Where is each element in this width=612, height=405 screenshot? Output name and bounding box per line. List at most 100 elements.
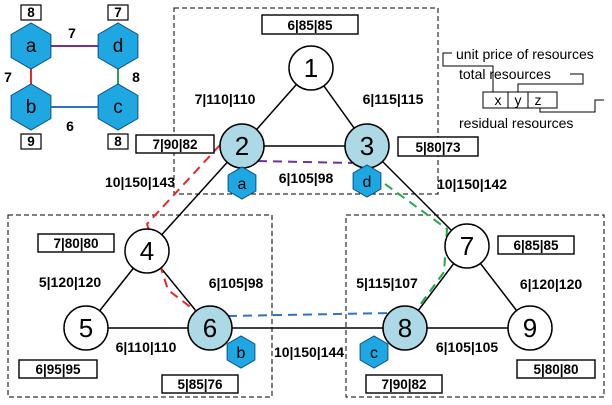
node-label-6: 6 [203,313,217,343]
legend: unit price of resources total resources … [442,46,604,131]
request-node-label: c [113,97,123,118]
edge-label-1-2: 7|110|110 [195,91,256,107]
legend-unit-price: unit price of resources [456,46,594,62]
node-7 [444,223,490,269]
domain-left [7,214,273,398]
request-node-c-hex [97,83,139,131]
node-4 [124,228,170,274]
physical-nodes: 1 2 3 4 5 6 7 8 9 [63,45,553,351]
request-demand-label: 7 [114,5,122,20]
edge-label-1-3: 6|115|115 [363,91,424,107]
node-1 [288,45,334,91]
node-box-9 [516,359,596,379]
legend-pointer-unit-price [442,52,494,92]
node-box-label-4: 7|80|80 [53,236,98,251]
hex-label-b: b [237,345,246,362]
edge-label-7-8: 5|115|107 [356,275,418,291]
legend-z: z [535,92,542,108]
node-label-5: 5 [79,313,93,343]
node-box-label-3: 5|80|73 [415,140,461,155]
edge-label-7-9: 6|120|120 [520,276,583,292]
hex-c [359,335,389,369]
hex-d [352,164,382,198]
legend-x: x [495,92,502,108]
hex-label-a: a [238,176,247,193]
node-8 [382,305,428,351]
node-box-label-6: 5|85|76 [177,377,223,392]
virtual-link-b-c [227,312,393,317]
edge-label-2-3: 6|105|98 [279,170,334,186]
request-node-label: d [113,36,124,57]
request-node-b-hex [10,83,52,131]
node-box-7 [497,235,575,255]
node-label-8: 8 [398,313,412,343]
edge-label-8-9: 6|105|105 [436,339,499,355]
legend-residual: residual resources [459,115,573,131]
request-demand-box [107,4,129,21]
node-box-label-2: 7|90|82 [152,137,197,152]
node-resource-boxes: 6|85|85 7|90|82 5|80|73 7|80|80 6|95|95 5|85|… [18,14,596,394]
node-label-3: 3 [360,131,374,161]
node-box-label-5: 6|95|95 [35,362,81,377]
node-9 [507,305,553,351]
physical-edges [85,67,531,329]
hex-b [226,335,256,369]
domain-top [173,7,439,195]
node-label-4: 4 [140,236,154,266]
edge-label-6-8: 10|150|144 [274,344,344,360]
virtual-link-a-d [257,160,353,164]
legend-box [482,91,558,109]
request-demand-label: 8 [27,5,35,20]
node-box-label-9: 5|80|80 [533,362,578,377]
hex-label-d: d [363,174,372,191]
legend-y: y [515,92,522,108]
edge-2-4 [146,145,243,252]
node-box-2 [135,134,215,154]
hex-label-c: c [370,345,378,362]
request-link-label: 7 [4,69,12,85]
node-label-9: 9 [523,313,537,343]
request-demand-label: 9 [27,134,35,149]
node-label-1: 1 [304,53,318,83]
edge-label-3-7: 10|150|142 [437,176,507,192]
request-demand-box [107,133,129,150]
node-box-6 [161,374,239,394]
node-label-7: 7 [460,231,474,261]
request-demand-box [20,133,42,150]
edge-labels: 7|110|110 6|115|115 6|105|98 10|150|143 10|1… [39,91,583,360]
edge-3-7 [366,145,468,247]
request-node-label: b [26,97,37,118]
domain-right [345,214,605,398]
node-box-label-1: 6|85|85 [287,18,333,33]
request-demand-box [20,4,42,21]
request-demand-label: 8 [114,134,122,149]
node-box-1 [261,14,359,35]
request-node-d-hex [97,22,139,70]
legend-total: total resources [459,66,551,82]
request-link-label: 6 [66,118,74,134]
hex-a [227,166,257,200]
node-5 [63,305,109,351]
node-box-8 [365,374,443,394]
node-label-2: 2 [235,131,249,161]
virtual-node-hexes: a d b c [226,164,389,369]
node-box-3 [397,136,479,157]
edge-label-4-6: 6|105|98 [209,275,264,291]
node-box-5 [18,359,98,379]
node-box-4 [37,233,115,253]
node-6 [187,305,233,351]
request-link-label: 7 [68,25,76,41]
virtual-request: 7 7 8 6 8 7 9 8 a d b c [4,4,140,150]
node-box-label-8: 7|90|82 [381,377,426,392]
request-link-label: 8 [132,69,140,85]
edge-label-5-6: 6|110|110 [116,339,177,355]
request-node-label: a [26,36,37,57]
edge-label-4-5: 5|120|120 [39,274,102,290]
edge-label-2-4: 10|150|143 [105,174,175,190]
legend-pointer-residual [539,99,604,113]
node-box-label-7: 6|85|85 [513,238,559,253]
legend-pointer-total [517,73,584,92]
request-node-a-hex [10,22,52,70]
